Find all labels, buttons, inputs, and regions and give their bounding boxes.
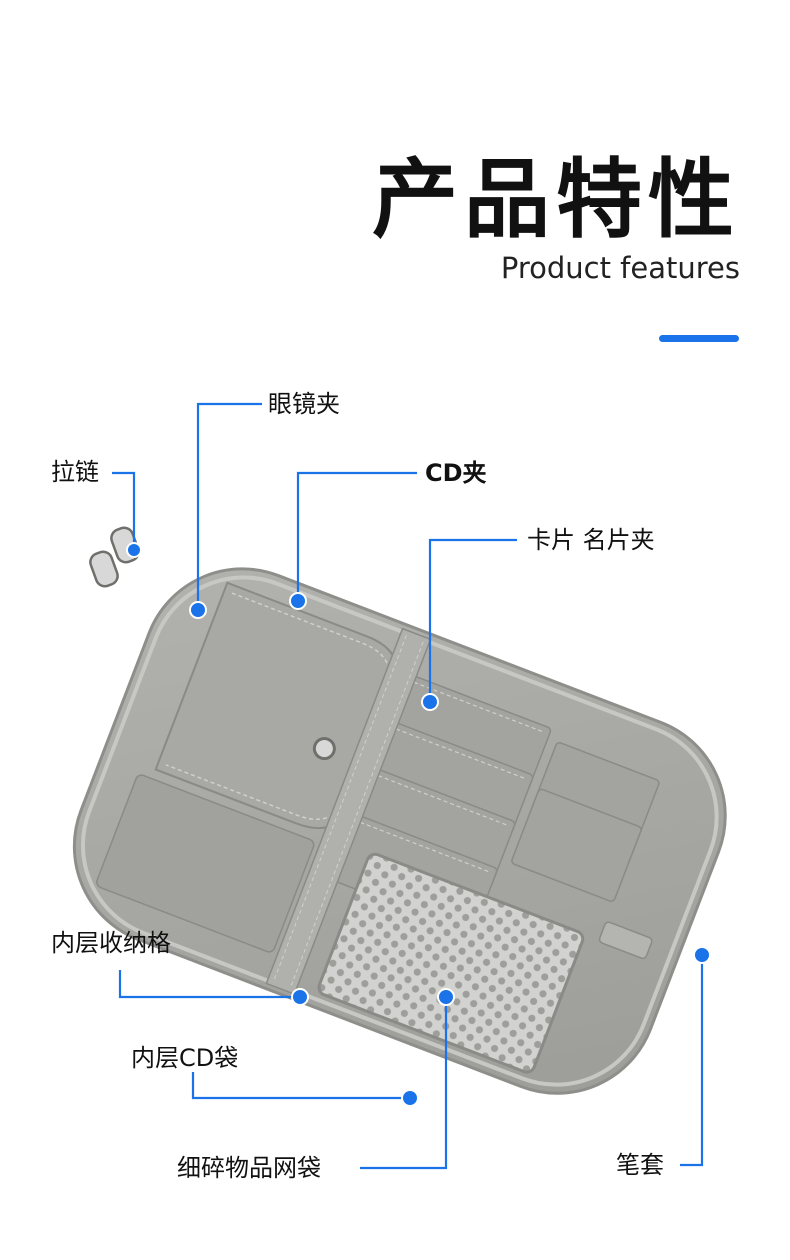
callout-glasses-clip: 眼镜夹 <box>268 390 340 418</box>
page-subtitle: Product features <box>500 251 740 285</box>
page-title: 产品特性 <box>372 150 740 250</box>
callout-inner-cd-pocket: 内层CD袋 <box>131 1044 239 1072</box>
snap-button <box>312 737 336 761</box>
callout-mesh-pocket: 细碎物品网袋 <box>177 1154 321 1182</box>
accent-bar <box>659 335 739 342</box>
callout-inner-compartment: 内层收纳格 <box>51 929 171 957</box>
callout-pen-holder: 笔套 <box>616 1151 664 1179</box>
mesh-pocket <box>317 852 585 1074</box>
callout-dots <box>126 542 711 1107</box>
card-slots <box>333 675 660 934</box>
callout-lines <box>112 402 704 1170</box>
callout-card-holder: 卡片 名片夹 <box>527 526 655 554</box>
cd-strap <box>265 627 432 996</box>
callout-zipper: 拉链 <box>51 458 99 486</box>
pen-holder <box>598 921 653 960</box>
callout-cd-clip: CD夹 <box>425 459 487 487</box>
organizer-trim <box>80 575 719 1087</box>
inner-compartment <box>96 774 315 953</box>
